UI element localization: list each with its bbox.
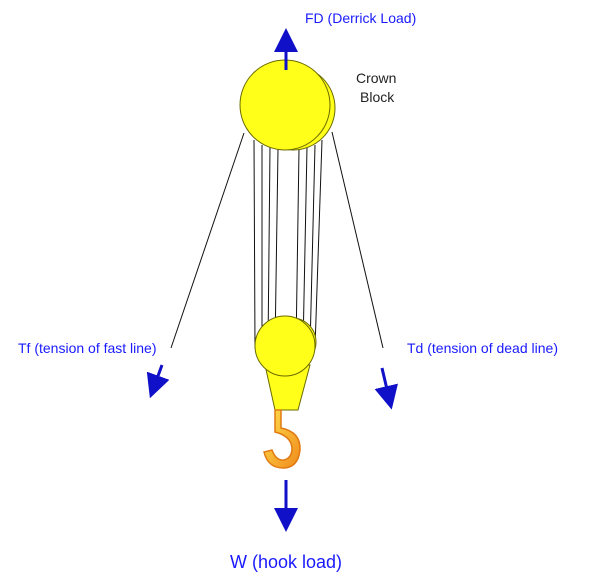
- dead-line-tension-arrow: [374, 367, 398, 410]
- rope-strand: [253, 139, 256, 349]
- crown-block-label-line2: Block: [360, 89, 395, 105]
- crane-hook-icon: [263, 409, 301, 469]
- force-arrows: [146, 28, 398, 532]
- rope-strand: [274, 148, 279, 349]
- travelling-block: [254, 315, 317, 411]
- fast-line-tension-label: Tf (tension of fast line): [18, 340, 157, 356]
- dead-line-tension-label: Td (tension of dead line): [407, 340, 558, 356]
- rope-strand: [295, 148, 300, 349]
- dead-line-rope: [331, 131, 384, 349]
- rope-strand: [309, 144, 316, 349]
- travelling-block-front-sheave: [254, 315, 316, 377]
- rope-strand: [267, 146, 271, 349]
- rope-lines: [170, 131, 384, 349]
- hook-load-label: W (hook load): [230, 552, 343, 572]
- fast-line-tension-arrow: [146, 364, 170, 399]
- crown-block-label-line1: Crown: [356, 70, 397, 86]
- derrick-load-label: FD (Derrick Load): [305, 10, 417, 26]
- rope-strand: [302, 146, 308, 349]
- fast-line-rope: [170, 132, 245, 349]
- rope-strand: [314, 139, 323, 349]
- crown-block: [239, 59, 336, 151]
- crown-block-front-sheave: [239, 59, 331, 151]
